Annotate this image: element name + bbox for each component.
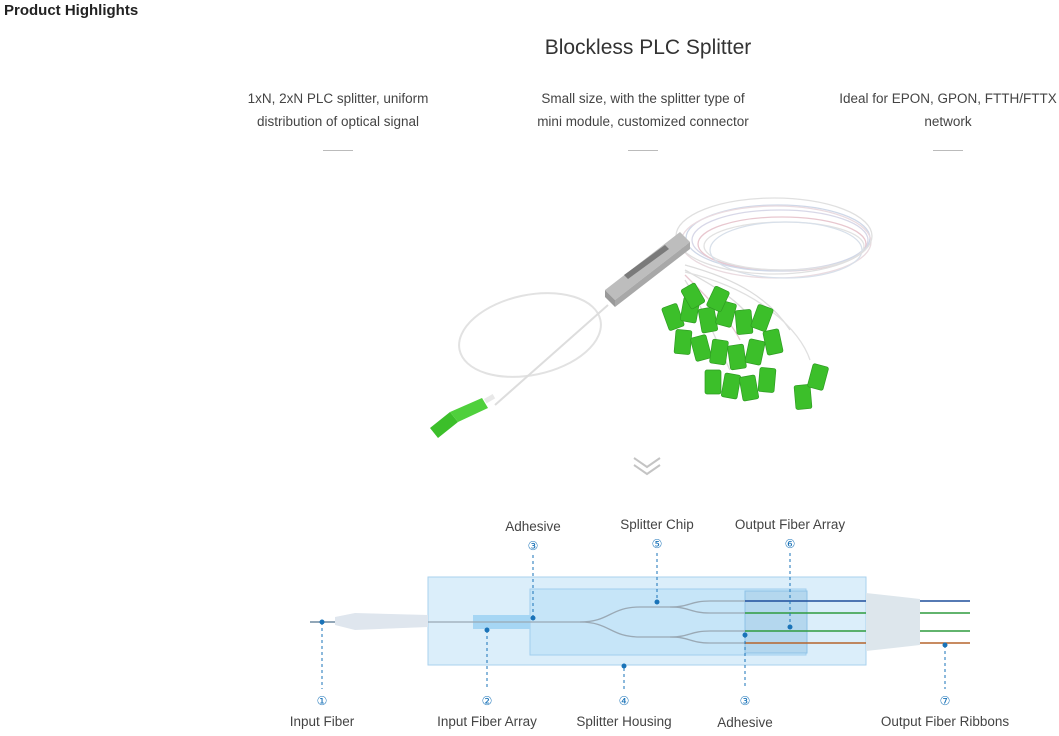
chevron-down-icon[interactable]: [628, 452, 666, 480]
number-3-bottom: ③: [740, 694, 751, 708]
section-title: Product Highlights: [4, 2, 139, 19]
number-2: ②: [482, 694, 493, 708]
input-fiber-loop: [458, 292, 609, 406]
label-output-fiber-array: Output Fiber Array: [735, 517, 846, 532]
input-connector: [430, 394, 496, 438]
feature-divider: [933, 150, 963, 151]
label-adhesive-top: Adhesive: [505, 519, 561, 534]
number-1: ①: [317, 694, 328, 708]
feature-text: Ideal for EPON, GPON, FTTH/FTTX network: [839, 91, 1057, 129]
number-5: ⑤: [652, 537, 663, 551]
output-fibers: [745, 600, 970, 644]
waveguides: [579, 600, 745, 644]
output-connectors: [661, 282, 829, 410]
number-4: ④: [619, 694, 630, 708]
number-7: ⑦: [940, 694, 951, 708]
feature-text: Small size, with the splitter type of mi…: [537, 91, 749, 129]
fiber-boot: [866, 593, 920, 651]
structure-diagram: Adhesive ③ Splitter Chip ⑤ Output Fiber …: [290, 517, 1010, 730]
label-adhesive-bottom: Adhesive: [717, 715, 773, 730]
page-title: Blockless PLC Splitter: [544, 36, 752, 59]
label-output-fiber-ribbons: Output Fiber Ribbons: [881, 714, 1010, 729]
callout-lines: [321, 553, 946, 689]
feature-text: 1xN, 2xN PLC splitter, uniform distribut…: [247, 91, 429, 129]
feature-item: Ideal for EPON, GPON, FTTH/FTTX network: [833, 87, 1059, 151]
product-image: [430, 197, 873, 438]
input-taper: [335, 613, 428, 630]
number-3-top: ③: [528, 539, 539, 553]
label-input-fiber: Input Fiber: [290, 714, 355, 729]
label-splitter-chip: Splitter Chip: [620, 517, 694, 532]
callout-points: [319, 599, 948, 669]
number-6: ⑥: [785, 537, 796, 551]
feature-item: Small size, with the splitter type of mi…: [528, 87, 758, 151]
feature-divider: [628, 150, 658, 151]
feature-item: 1xN, 2xN PLC splitter, uniform distribut…: [223, 87, 453, 151]
label-splitter-housing: Splitter Housing: [576, 714, 671, 729]
feature-divider: [323, 150, 353, 151]
label-input-fiber-array: Input Fiber Array: [437, 714, 537, 729]
splitter-housing: [605, 232, 690, 307]
